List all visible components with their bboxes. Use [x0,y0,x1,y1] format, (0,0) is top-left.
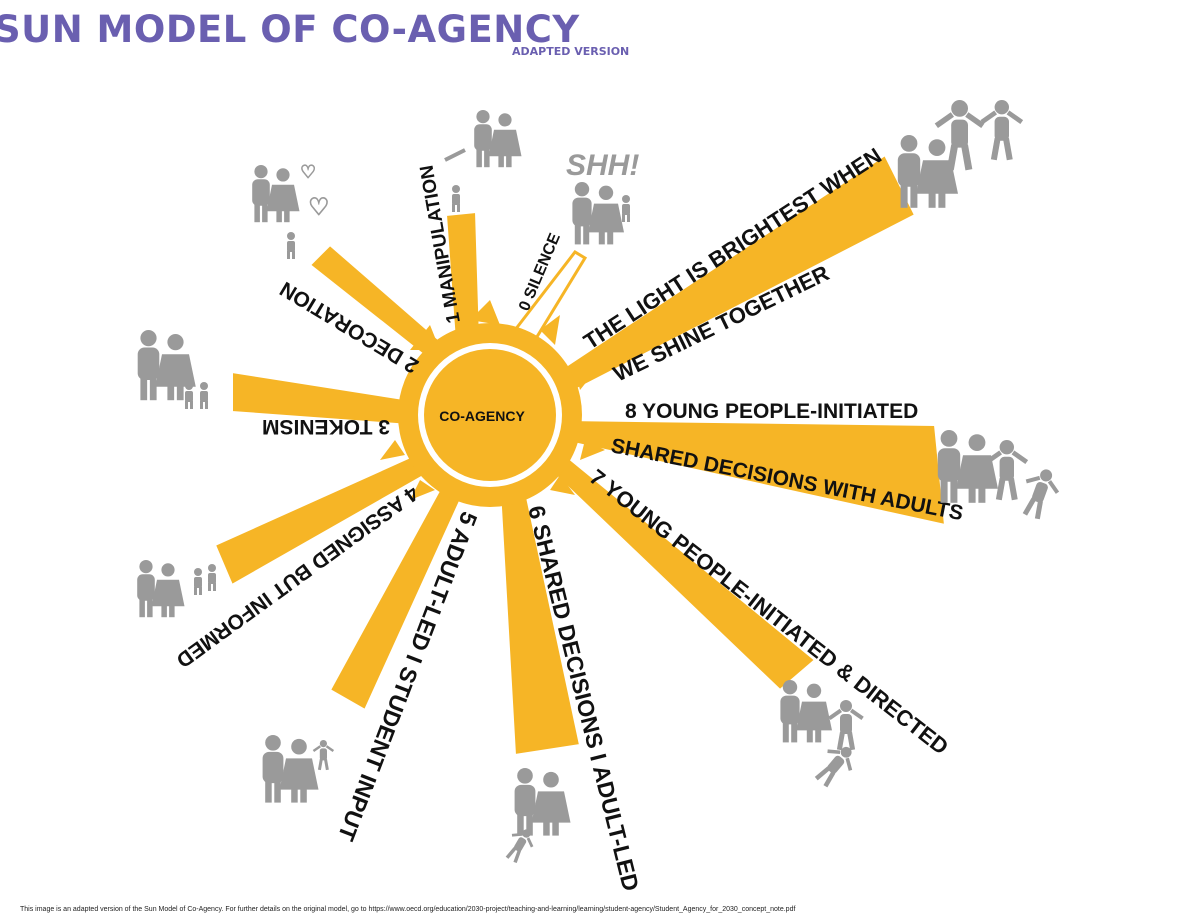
footer-attribution: This image is an adapted version of the … [20,906,796,913]
people-icon-silence: SHH! [566,149,639,245]
shh-text: SHH! [566,149,639,182]
sun [380,300,605,507]
people-icon-decoration: ♡ ♡ [252,162,330,259]
people-icon-together [897,100,1024,208]
people-icon-adult-led [262,735,335,803]
people-icon-manipulation [444,110,522,212]
sun-rays [213,153,947,757]
center-label: CO-AGENCY [439,408,525,424]
label-level-3: 3 TOKENISM [262,415,390,438]
people-icon-shared-adult-led [500,768,571,867]
heart-icon: ♡ [308,194,330,221]
page-title: SUN MODEL OF CO-AGENCY [0,8,580,51]
ray-together [558,153,917,392]
page-subtitle: ADAPTED VERSION [512,45,630,58]
heart-icon: ♡ [300,162,316,182]
people-icon-yp-directed [780,680,864,794]
label-level-8: 8 YOUNG PEOPLE-INITIATED [625,400,918,423]
people-icon-assigned [137,560,216,618]
people-icon-tokenism [137,330,208,409]
ray-7-yp-directed [548,453,817,692]
